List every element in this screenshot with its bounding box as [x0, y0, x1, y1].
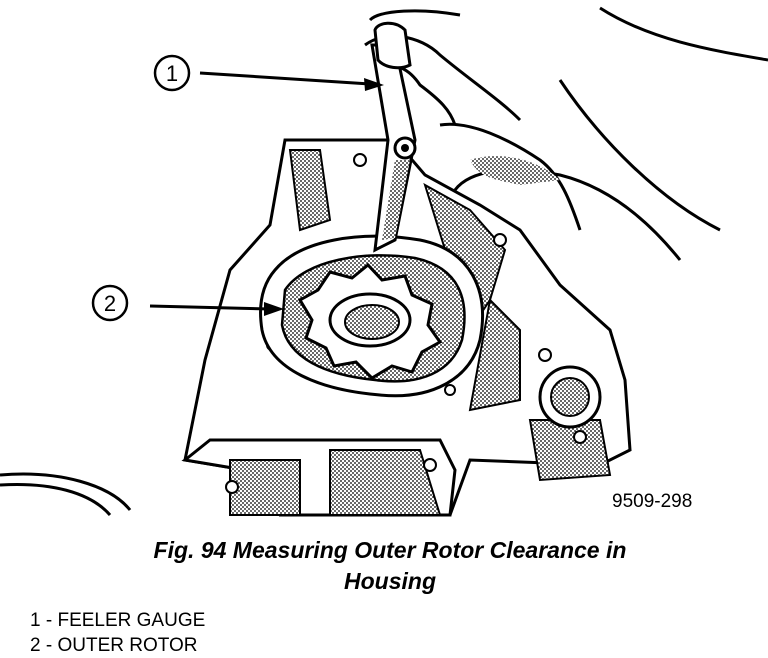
legend-text: - FEELER GAUGE	[40, 610, 206, 631]
legend-number: 2	[30, 635, 41, 656]
figure-caption: Fig. 94 Measuring Outer Rotor Clearance …	[40, 535, 740, 597]
figure-id: 9509-298	[612, 491, 693, 512]
legend: 1 - FEELER GAUGE 2 - OUTER ROTOR	[30, 608, 205, 658]
outer-rotor-assembly	[259, 234, 484, 398]
callout-2: 2	[91, 284, 284, 322]
thumb-shading	[470, 156, 560, 185]
engine-outline	[0, 472, 132, 516]
callout-1: 1	[153, 54, 384, 92]
oil-pump-illustration: 1 2	[0, 6, 768, 517]
callout-1-label: 1	[166, 61, 178, 86]
legend-item-outer-rotor: 2 - OUTER ROTOR	[30, 633, 205, 658]
legend-item-feeler-gauge: 1 - FEELER GAUGE	[30, 608, 205, 633]
feeler-gauge	[370, 21, 417, 253]
caption-line-2: Housing	[344, 568, 436, 594]
legend-number: 1	[30, 610, 41, 631]
callout-2-label: 2	[104, 291, 116, 316]
legend-text: - OUTER ROTOR	[40, 635, 198, 656]
pump-housing	[181, 138, 632, 517]
caption-line-1: Fig. 94 Measuring Outer Rotor Clearance …	[153, 537, 627, 563]
